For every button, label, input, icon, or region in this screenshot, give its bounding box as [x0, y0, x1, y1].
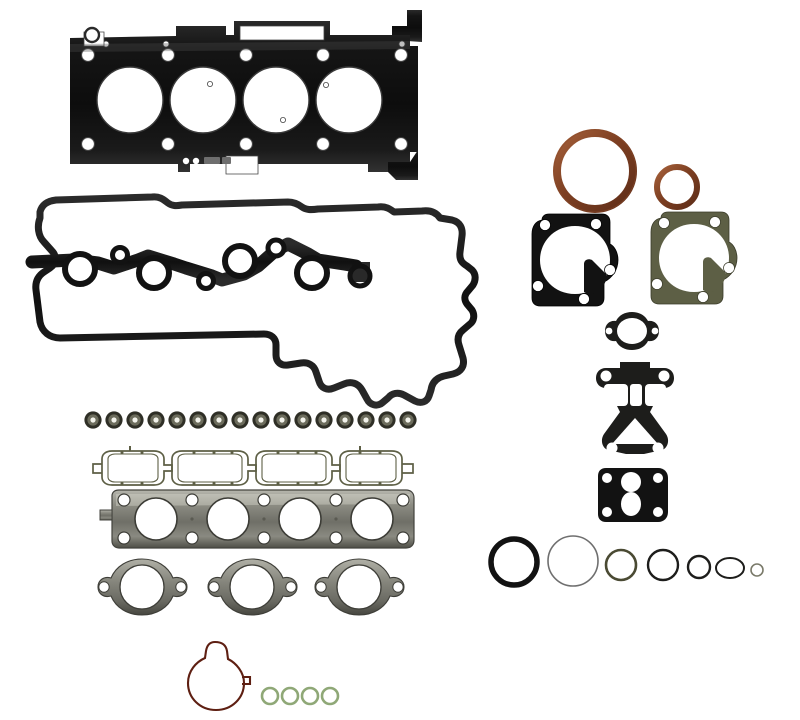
valve-stem-seals — [84, 411, 417, 429]
o-ring-3 — [604, 548, 638, 582]
thermostat-gasket — [595, 311, 669, 351]
o-ring-7 — [750, 563, 764, 577]
oil-filter-gasket-bolt-holes — [600, 370, 670, 454]
oil-filter-gasket-triangle-cutout — [612, 418, 658, 444]
valve-cover-outer-rail — [32, 193, 479, 409]
exhaust-gasket-dimples — [190, 517, 338, 521]
oil-cooler-gasket-hole-top — [621, 472, 641, 492]
thermostat-seal-outline — [186, 640, 246, 712]
o-ring-5 — [686, 554, 712, 580]
valve-cover-plug-rail — [25, 237, 363, 287]
thermostat-gasket-bore — [617, 318, 647, 344]
thermostat-gasket-hole-right — [651, 327, 659, 335]
head-gasket-marking — [182, 157, 231, 165]
head-gasket-lower-tab — [388, 150, 418, 180]
head-gasket-bolt-holes — [81, 48, 408, 151]
exhaust-gasket-tab — [99, 509, 113, 521]
flange-gasket-bore — [229, 564, 275, 610]
oil-filter-bracket-gasket — [588, 360, 682, 458]
green-oring-2 — [280, 686, 300, 706]
small-green-orings — [260, 684, 340, 708]
thermostat-gasket-hole-left — [605, 327, 613, 335]
oil-filter-gasket-port-left — [604, 384, 628, 406]
o-ring-2 — [547, 535, 599, 587]
flange-gasket-bore — [119, 564, 165, 610]
oil-filter-gasket-port-center — [630, 384, 642, 406]
green-oring-4 — [320, 686, 340, 706]
exhaust-flange-gasket-2 — [198, 556, 308, 618]
head-gasket-bores — [96, 66, 383, 134]
oil-cooler-gasket-hole-bottom — [621, 492, 641, 516]
intake-gasket-rivets — [120, 451, 382, 485]
valve-cover-plug-rings — [62, 237, 373, 291]
head-gasket-grommet — [83, 26, 101, 44]
crank-seal-outer-edge — [553, 129, 637, 213]
water-pump-gasket-olive — [641, 210, 747, 308]
oil-filter-gasket-port-right — [645, 384, 666, 406]
water-pump-gasket-bolt-holes — [651, 216, 735, 303]
crank-seal-large — [550, 126, 640, 216]
water-pump-gasket-bolt-holes — [532, 218, 616, 305]
water-pump-gasket-web — [584, 259, 607, 294]
exhaust-manifold-gasket — [98, 488, 428, 550]
exhaust-gasket-bolt-holes — [117, 493, 410, 545]
cylinder-head-gasket — [58, 4, 450, 189]
intake-gasket-outline — [92, 446, 414, 486]
green-oring-3 — [300, 686, 320, 706]
water-pump-gasket-black — [522, 212, 628, 310]
cam-seal-ring — [654, 164, 700, 210]
head-gasket-coolant-passages — [102, 40, 406, 124]
oil-cooler-gasket-bolt-holes — [602, 473, 663, 517]
oring-set-row — [486, 534, 766, 590]
flange-gasket-hole-left — [208, 581, 220, 593]
valve-cover-gasket — [25, 190, 482, 409]
flange-gasket-hole-right — [285, 581, 297, 593]
water-pump-gasket-web — [703, 257, 726, 292]
o-ring-6 — [715, 557, 745, 579]
crank-seal-ring — [553, 129, 637, 213]
green-oring-1 — [260, 686, 280, 706]
o-ring-1 — [488, 536, 540, 588]
head-gasket-upper-tab — [392, 10, 422, 42]
exhaust-flange-gasket-1 — [88, 556, 198, 618]
thermostat-housing-seal — [178, 638, 264, 714]
flange-gasket-hole-left — [315, 581, 327, 593]
head-gasket-highlight — [70, 41, 410, 52]
flange-gasket-hole-right — [175, 581, 187, 593]
flange-gasket-bore — [336, 564, 382, 610]
intake-manifold-gasket — [88, 446, 422, 490]
head-gasket-notch-center — [239, 25, 325, 41]
valve-cover-rail-endcap — [352, 262, 370, 282]
o-ring-4 — [646, 548, 680, 582]
crank-seal-small — [651, 161, 703, 213]
oil-cooler-gasket — [592, 466, 676, 524]
flange-gasket-hole-right — [392, 581, 404, 593]
flange-gasket-hole-left — [98, 581, 110, 593]
head-gasket-id-window — [225, 155, 259, 175]
valve-stem-seal-row — [84, 408, 420, 434]
thermostat-seal-tab — [242, 675, 252, 686]
exhaust-flange-gasket-3 — [305, 556, 415, 618]
exhaust-gasket-ports — [134, 497, 394, 541]
